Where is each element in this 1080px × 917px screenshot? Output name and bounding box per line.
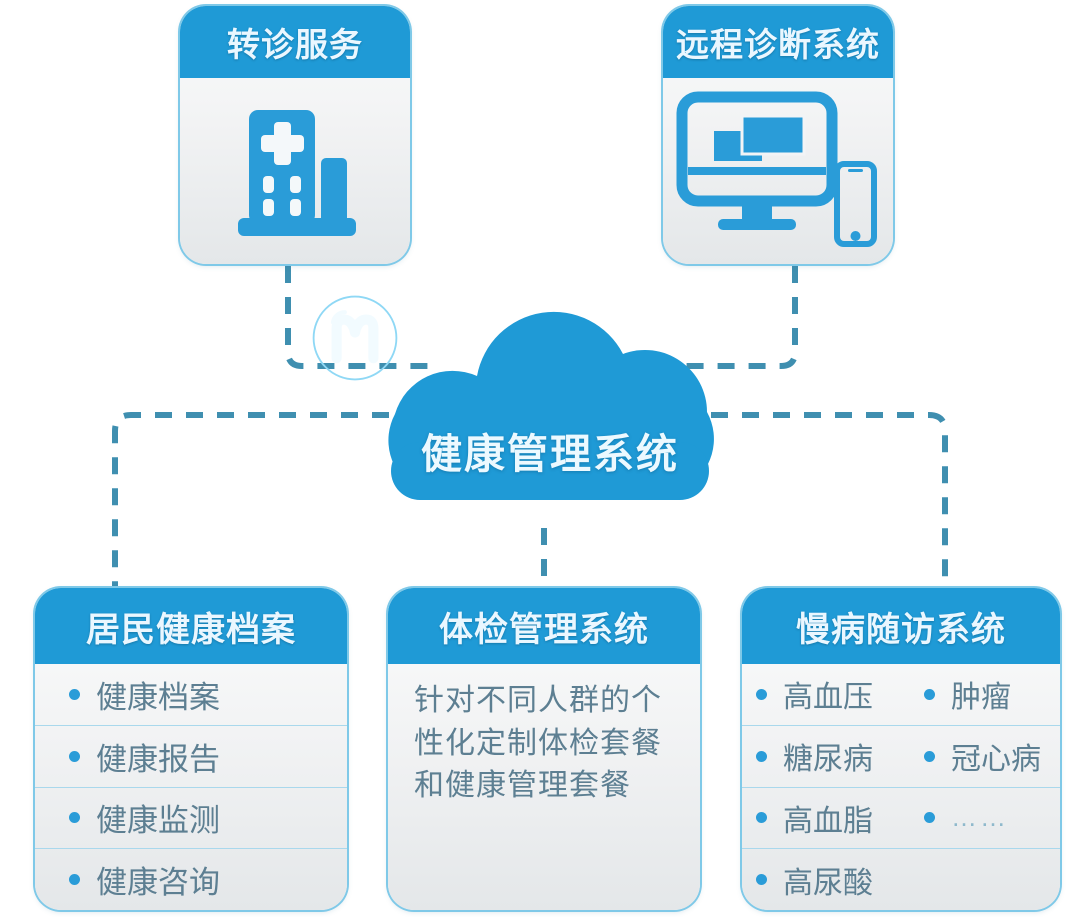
table-row[interactable]: 高血压 肿瘤: [742, 664, 1060, 725]
m-wifi-logo-icon: [312, 295, 398, 381]
cloud-health-management-system[interactable]: 健康管理系统: [312, 292, 745, 544]
bullet-icon: [924, 812, 935, 824]
chronic-cell[interactable]: ……: [924, 802, 1060, 833]
hospital-icon: [238, 110, 356, 236]
bullet-icon: [69, 812, 80, 824]
list-item-label: 健康报告: [96, 741, 220, 777]
bullet-icon: [756, 688, 767, 700]
bullet-icon: [756, 874, 767, 886]
card-telediag-body: [663, 78, 893, 264]
chronic-cell[interactable]: 高尿酸: [756, 858, 924, 902]
bullet-icon: [924, 688, 935, 700]
card-physical-exam-management[interactable]: 体检管理系统 针对不同人群的个性化定制体检套餐和健康管理套餐: [388, 588, 700, 910]
card-records-body: 健康档案 健康报告 健康监测 健康咨询: [35, 664, 347, 910]
card-chronic-title: 慢病随访系统: [742, 588, 1060, 664]
chronic-label: 高血脂: [783, 804, 873, 838]
card-chronic-body: 高血压 肿瘤 糖尿病 冠心病 高: [742, 664, 1060, 910]
chronic-cell[interactable]: 高血脂: [756, 796, 924, 840]
table-row[interactable]: 高尿酸: [742, 848, 1060, 910]
chronic-cell[interactable]: 糖尿病: [756, 734, 924, 778]
chronic-label: 糖尿病: [783, 743, 873, 777]
card-exam-body: 针对不同人群的个性化定制体检套餐和健康管理套餐: [388, 664, 700, 910]
card-chronic-disease-followup[interactable]: 慢病随访系统 高血压 肿瘤 糖尿病 冠心病: [742, 588, 1060, 910]
card-referral-service[interactable]: 转诊服务: [180, 6, 410, 264]
list-item-label: 健康咨询: [96, 865, 220, 901]
chronic-cell[interactable]: 肿瘤: [924, 672, 1060, 716]
chronic-label: 高尿酸: [783, 866, 873, 900]
card-exam-title: 体检管理系统: [388, 588, 700, 664]
list-item[interactable]: 健康报告: [35, 724, 347, 787]
bullet-icon: [69, 750, 80, 762]
chronic-cell[interactable]: 高血压: [756, 672, 924, 716]
list-item[interactable]: 健康监测: [35, 786, 347, 849]
card-resident-health-records[interactable]: 居民健康档案 健康档案 健康报告 健康监测 健康咨询: [35, 588, 347, 910]
list-item-label: 健康监测: [96, 803, 220, 839]
list-item[interactable]: 健康咨询: [35, 848, 347, 910]
bullet-icon: [924, 750, 935, 762]
list-item-label: 健康档案: [96, 679, 220, 715]
chronic-label: 冠心病: [951, 743, 1041, 777]
chronic-label: 肿瘤: [951, 681, 1011, 715]
list-item[interactable]: 健康档案: [35, 664, 347, 725]
monitor-phone-icon: [676, 91, 877, 247]
cloud-shape: [388, 311, 714, 500]
card-referral-body: [180, 78, 410, 264]
bullet-icon: [69, 688, 80, 700]
table-row[interactable]: 高血脂 ……: [742, 786, 1060, 849]
card-referral-title: 转诊服务: [180, 6, 410, 78]
chronic-cell[interactable]: 冠心病: [924, 734, 1060, 778]
bullet-icon: [756, 812, 767, 824]
table-row[interactable]: 糖尿病 冠心病: [742, 724, 1060, 787]
bullet-icon: [69, 874, 80, 886]
card-records-title: 居民健康档案: [35, 588, 347, 664]
card-exam-description: 针对不同人群的个性化定制体检套餐和健康管理套餐: [414, 684, 662, 803]
chronic-label: 高血压: [783, 681, 873, 715]
bullet-icon: [756, 750, 767, 762]
card-telediag-title: 远程诊断系统: [663, 6, 893, 78]
card-telediagnosis-system[interactable]: 远程诊断系统: [663, 6, 893, 264]
cloud-title: 健康管理系统: [421, 431, 679, 477]
chronic-label-ellipsis: ……: [951, 802, 1009, 833]
